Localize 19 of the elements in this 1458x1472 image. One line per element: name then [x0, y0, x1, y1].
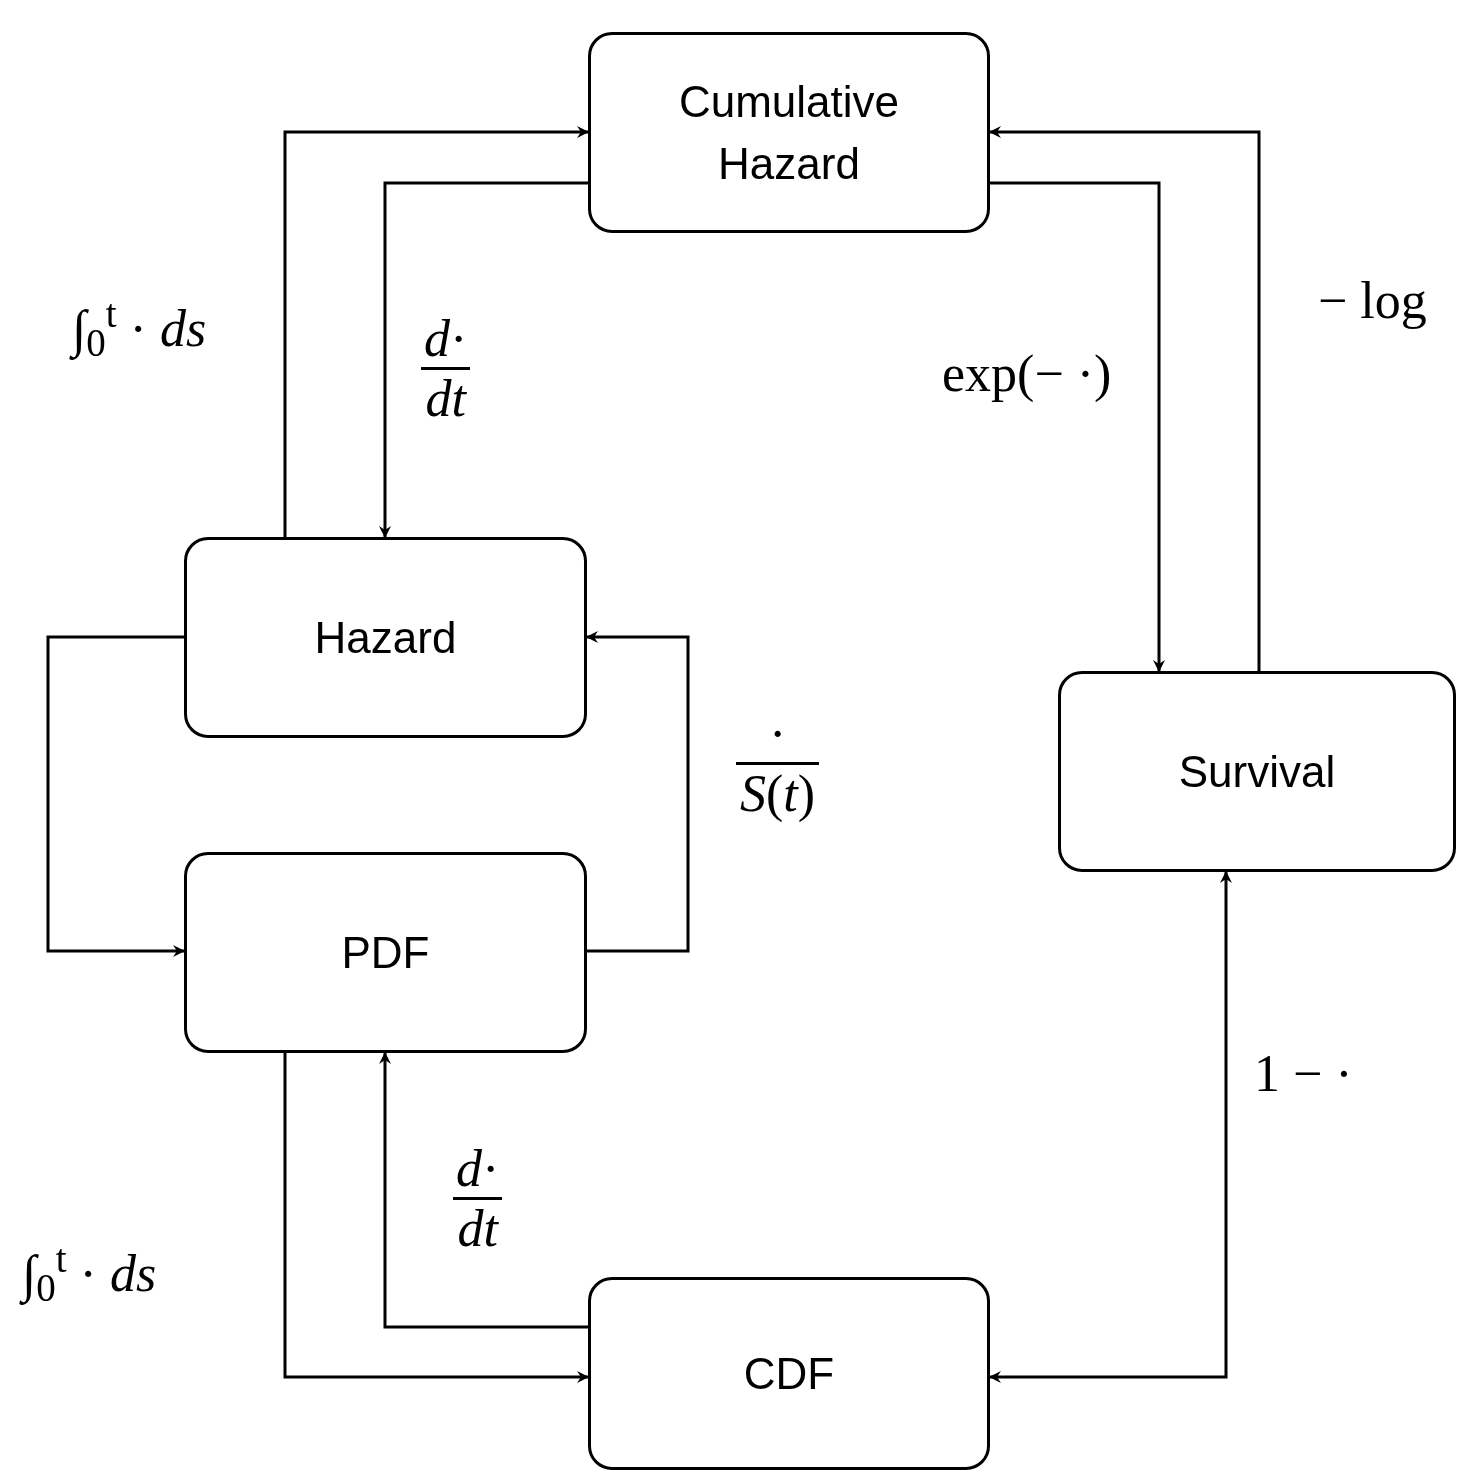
- process-box: [184, 852, 587, 1053]
- arrow: [989, 871, 1232, 1383]
- arrow: [379, 1052, 588, 1329]
- process-box: [1058, 671, 1456, 872]
- box-label: Hazard: [314, 611, 457, 664]
- arrow: [283, 1053, 589, 1383]
- box-label: CDF: [743, 1347, 835, 1400]
- process-box: [184, 537, 587, 738]
- arrow: [990, 181, 1165, 672]
- arrow: [586, 631, 690, 953]
- box-label: PDF: [341, 926, 430, 979]
- arrow: [989, 126, 1261, 671]
- process-box: [588, 32, 990, 233]
- box-label: Survival: [1178, 745, 1336, 798]
- box-label: Cumulative Hazard: [677, 75, 901, 190]
- arrow: [46, 635, 185, 957]
- arrow: [283, 126, 589, 537]
- arrow: [379, 181, 588, 538]
- process-box: [588, 1277, 990, 1470]
